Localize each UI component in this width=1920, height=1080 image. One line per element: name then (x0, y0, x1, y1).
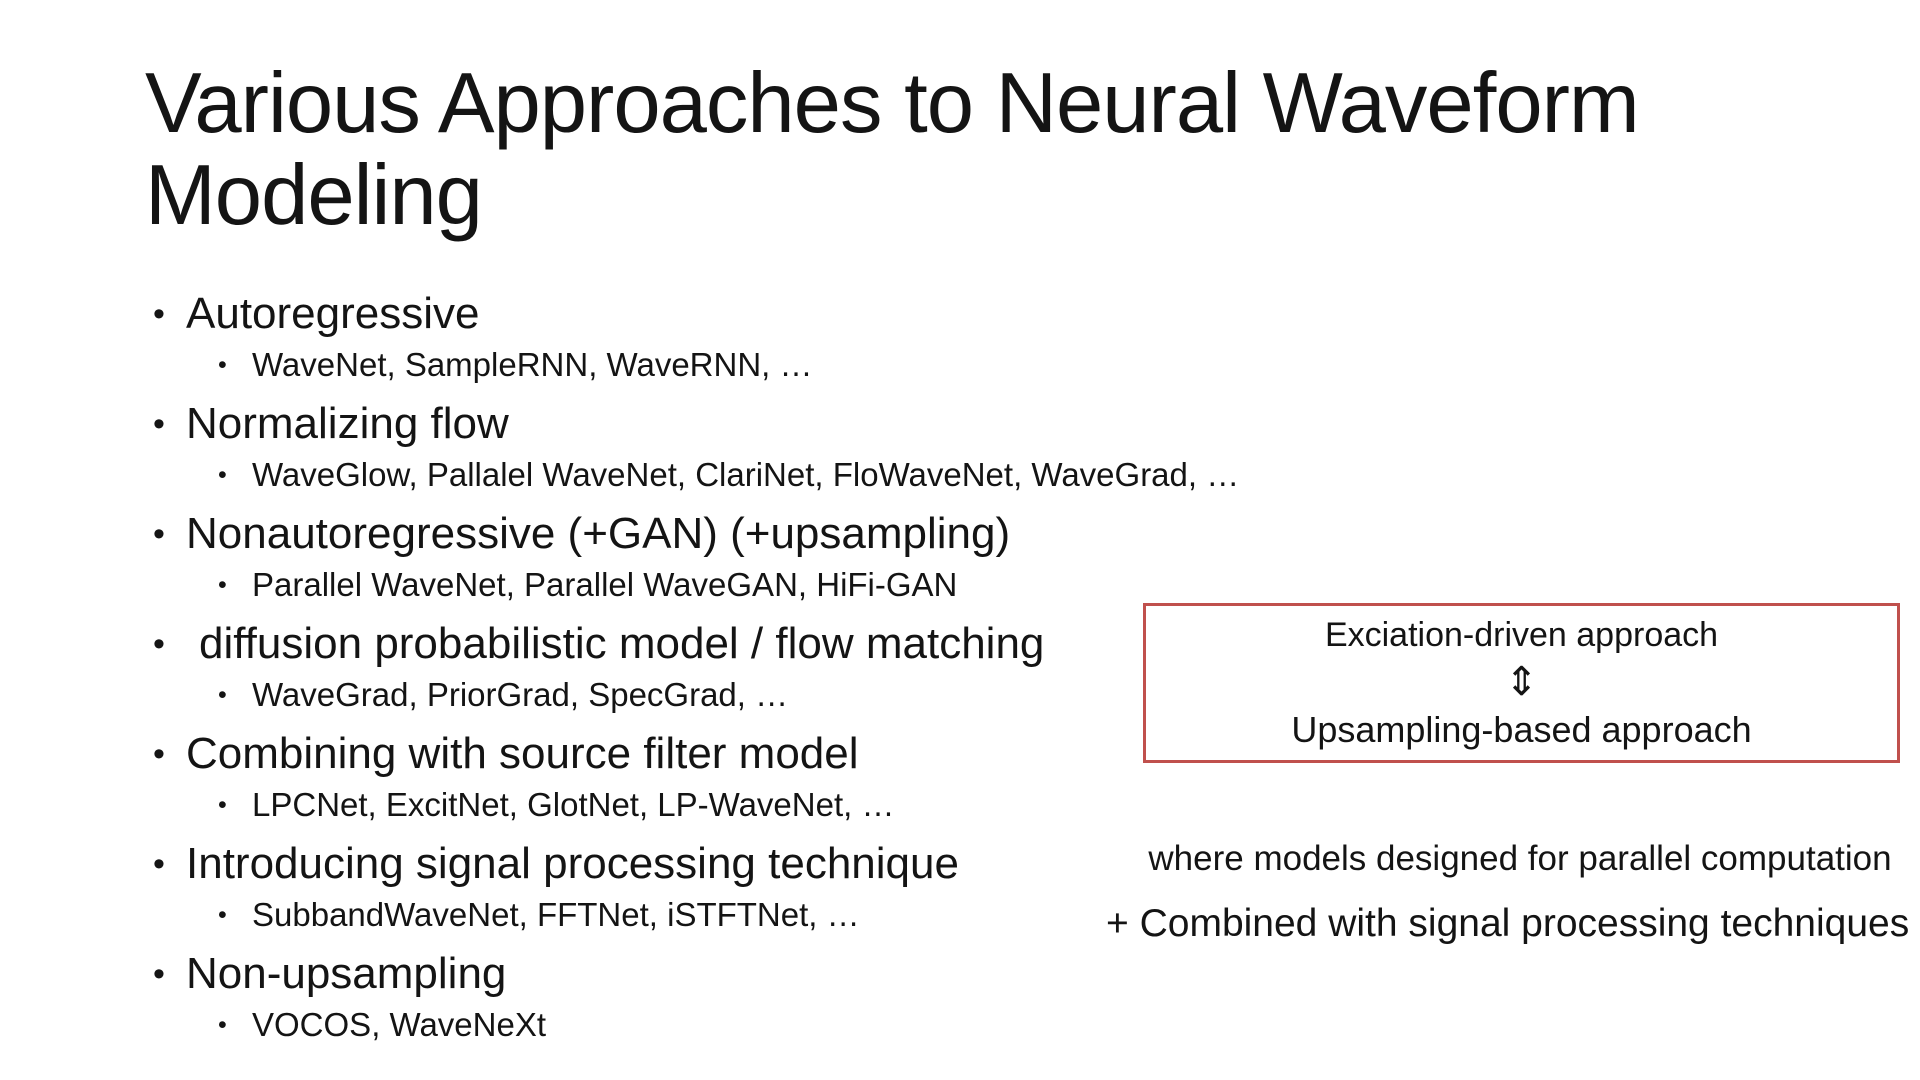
approach-comparison-callout-box: Exciation-driven approach ⇕ Upsampling-b… (1143, 603, 1900, 763)
up-down-double-arrow-icon: ⇕ (1504, 660, 1539, 704)
bullet-item: Introducing signal processing technique (153, 838, 959, 890)
bullet-group-normalizing-flow: Normalizing flow WaveGlow, Pallalel Wave… (153, 398, 1239, 495)
bullet-group-signal-processing: Introducing signal processing technique … (153, 838, 959, 935)
bullet-group-nonautoregressive: Nonautoregressive (+GAN) (+upsampling) P… (153, 508, 1010, 605)
bullet-subitem: WaveNet, SampleRNN, WaveRNN, … (218, 345, 813, 385)
page-title-line-2: Modeling (145, 148, 483, 243)
bullet-item: Normalizing flow (153, 398, 1239, 450)
bullet-subitem: Parallel WaveNet, Parallel WaveGAN, HiFi… (218, 565, 1010, 605)
bullet-item: diffusion probabilistic model / flow mat… (153, 618, 1044, 670)
parallel-computation-note: where models designed for parallel compu… (1148, 839, 1892, 878)
combined-signal-processing-note: + Combined with signal processing techni… (1106, 902, 1910, 945)
excitation-driven-label: Exciation-driven approach (1324, 616, 1719, 654)
bullet-item: Combining with source filter model (153, 728, 894, 780)
bullet-group-diffusion: diffusion probabilistic model / flow mat… (153, 618, 1044, 715)
page-title: Various Approaches to Neural Waveform Mo… (145, 58, 1845, 242)
bullet-subitem: VOCOS, WaveNeXt (218, 1005, 546, 1045)
bullet-subitem: WaveGlow, Pallalel WaveNet, ClariNet, Fl… (218, 455, 1239, 495)
bullet-subitem: LPCNet, ExcitNet, GlotNet, LP-WaveNet, … (218, 785, 894, 825)
page-title-line-1: Various Approaches to Neural Waveform (145, 56, 1640, 151)
bullet-item: Autoregressive (153, 288, 813, 340)
upsampling-based-label: Upsampling-based approach (1291, 709, 1752, 750)
bullet-item: Non-upsampling (153, 948, 546, 1000)
bullet-subitem: SubbandWaveNet, FFTNet, iSTFTNet, … (218, 895, 959, 935)
bullet-group-non-upsampling: Non-upsampling VOCOS, WaveNeXt (153, 948, 546, 1045)
bullet-subitem: WaveGrad, PriorGrad, SpecGrad, … (218, 675, 1044, 715)
bullet-group-source-filter: Combining with source filter model LPCNe… (153, 728, 894, 825)
bullet-item: Nonautoregressive (+GAN) (+upsampling) (153, 508, 1010, 560)
bullet-group-autoregressive: Autoregressive WaveNet, SampleRNN, WaveR… (153, 288, 813, 385)
